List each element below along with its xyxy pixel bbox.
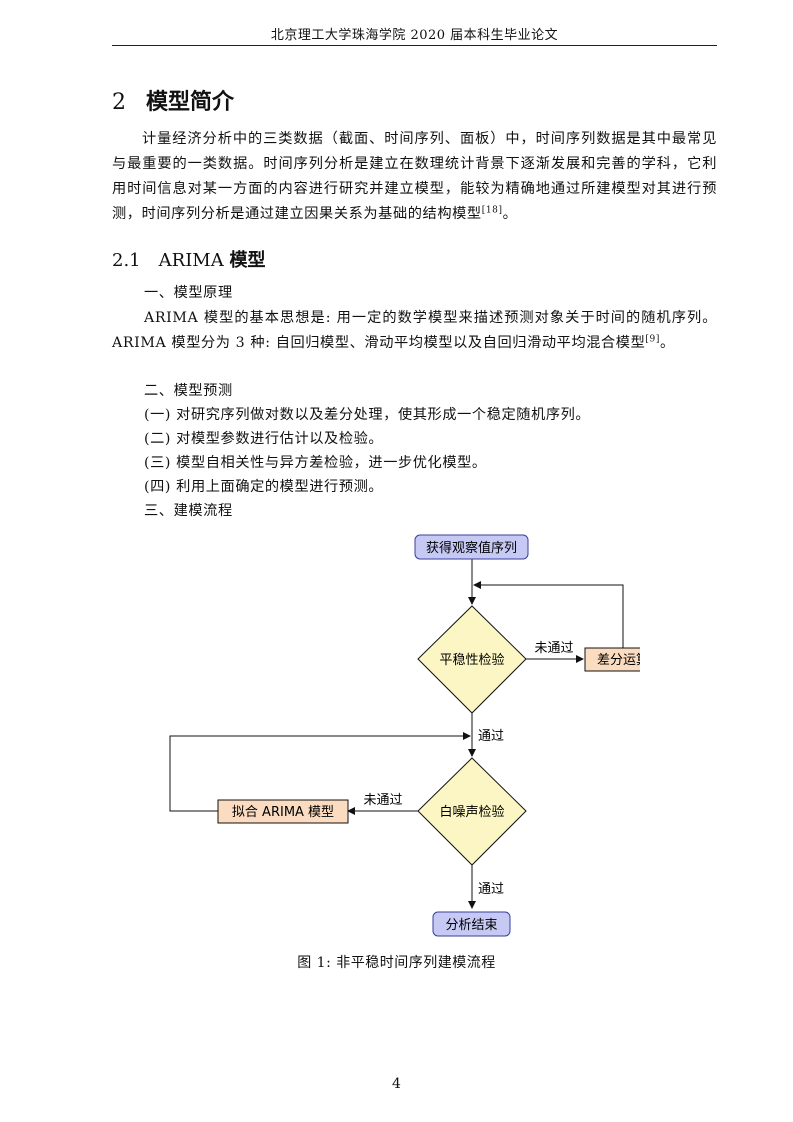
- end-node: [432, 911, 511, 937]
- stationarity-label: 平稳性检验: [439, 652, 504, 668]
- figure-caption: 图 1: 非平稳时间序列建模流程: [297, 955, 496, 971]
- end-label: 分析结束: [445, 918, 497, 933]
- principle-text: ARIMA 模型的基本思想是: 用一定的数学模型来描述预测对象关于时间的随机序列…: [112, 310, 717, 351]
- principle-end: 。: [659, 335, 675, 351]
- step-item: (一) 对研究序列做对数以及差分处理，使其形成一个稳定随机序列。: [144, 407, 591, 423]
- flowchart: 获得观察值序列 平稳性检验 未通过 差分运算 通过 白噪声检验 未通过 拟合 A…: [169, 534, 640, 937]
- running-header: 北京理工大学珠海学院 2020 届本科生毕业论文: [270, 28, 559, 43]
- whitenoise-label: 白噪声检验: [439, 804, 504, 820]
- section-number: 2: [112, 90, 126, 115]
- intro-text: 计量经济分析中的三类数据（截面、时间序列、面板）中，时间序列数据是其中最常见与最…: [112, 131, 717, 222]
- fit-node: [217, 799, 349, 824]
- whitenoise-decision: [417, 757, 527, 866]
- section-title: 模型简介: [146, 89, 235, 115]
- fail2-label: 未通过: [363, 793, 402, 808]
- principle-paragraph: ARIMA 模型的基本思想是: 用一定的数学模型来描述预测对象关于时间的随机序列…: [112, 306, 717, 356]
- header-rule: [112, 45, 717, 46]
- section-heading: 2 模型简介: [112, 84, 234, 116]
- intro-paragraph: 计量经济分析中的三类数据（截面、时间序列、面板）中，时间序列数据是其中最常见与最…: [112, 127, 717, 227]
- connector-diff-loop: [473, 581, 624, 648]
- pass1-label: 通过: [478, 729, 504, 744]
- fit-label: 拟合 ARIMA 模型: [232, 805, 334, 820]
- diff-node: [584, 647, 640, 672]
- stationarity-decision: [417, 605, 527, 714]
- subsection-title-plain: ARIMA: [158, 250, 224, 271]
- subsection-number: 2.1: [112, 250, 141, 271]
- start-label: 获得观察值序列: [426, 540, 517, 556]
- fail1-label: 未通过: [534, 641, 573, 656]
- subsection-title-bold: 模型: [229, 250, 266, 271]
- forecast-heading: 二、模型预测: [144, 383, 233, 399]
- connector-fit-loop: [169, 732, 471, 812]
- principle-heading: 一、模型原理: [144, 285, 233, 301]
- step-item: (二) 对模型参数进行估计以及检验。: [144, 431, 384, 447]
- step-item: (三) 模型自相关性与异方差检验，进一步优化模型。: [144, 455, 487, 471]
- step-item: (四) 利用上面确定的模型进行预测。: [144, 479, 384, 495]
- subsection-heading: 2.1 ARIMA 模型: [112, 246, 265, 272]
- start-node: [414, 534, 529, 560]
- diff-label: 差分运算: [597, 653, 640, 668]
- principle-citation: [9]: [645, 334, 660, 345]
- process-heading: 三、建模流程: [144, 503, 233, 519]
- intro-end: 。: [502, 206, 518, 222]
- intro-citation: [18]: [481, 205, 503, 216]
- pass2-label: 通过: [478, 882, 504, 897]
- page-number: 4: [392, 1076, 401, 1092]
